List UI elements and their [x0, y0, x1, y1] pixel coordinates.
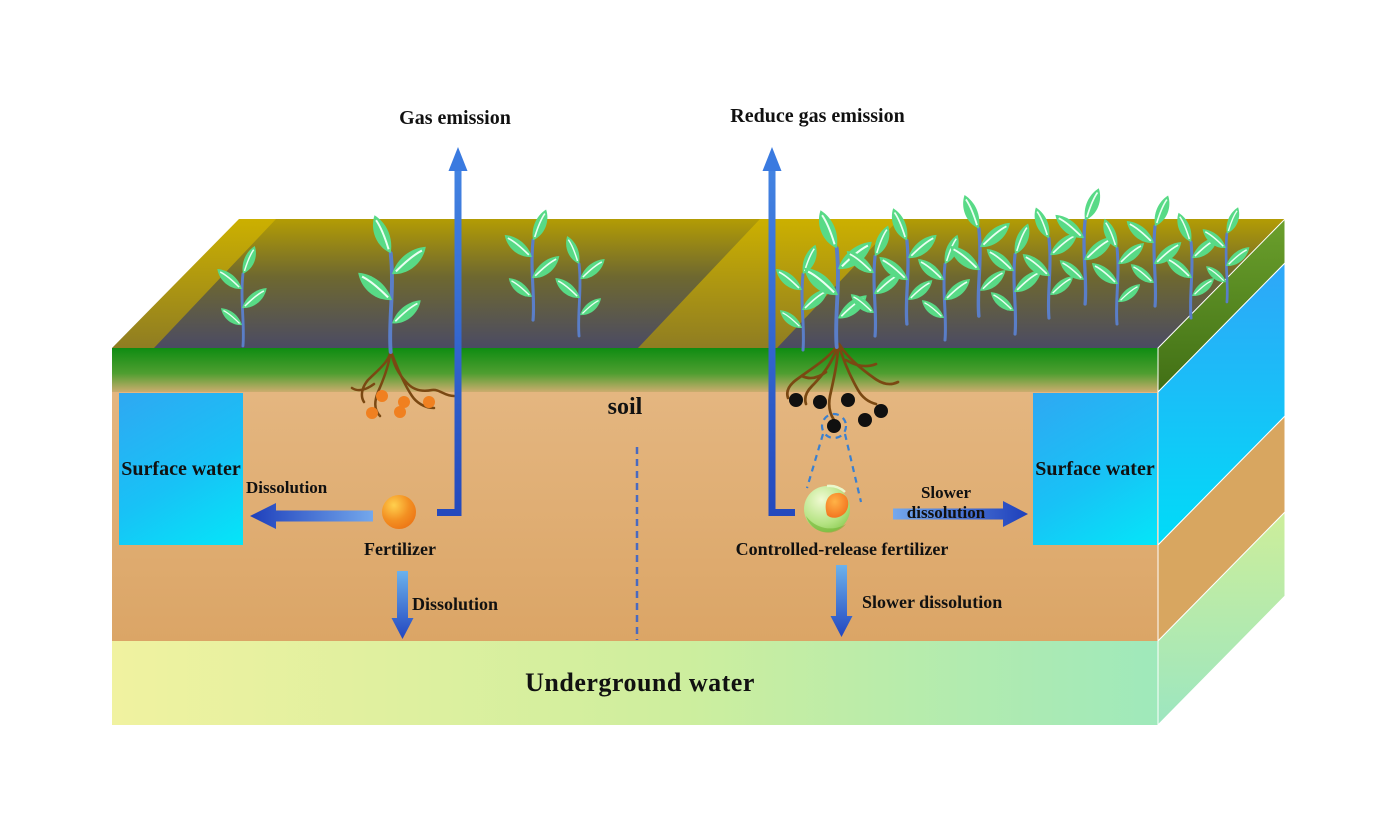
granule-dot — [827, 419, 841, 433]
soil-label: soil — [607, 394, 643, 420]
nutrient-dot — [423, 396, 435, 408]
up-arrowhead-icon — [762, 147, 782, 171]
granule-dot — [841, 393, 855, 407]
surface-water-box-right: Surface water — [1033, 393, 1157, 545]
side-underground-water — [1157, 510, 1286, 727]
reduce-gas-emission-label: Reduce gas emission — [730, 105, 905, 127]
side-face — [1157, 217, 1286, 727]
underground-water-label: Underground water — [525, 668, 755, 697]
nutrient-dot — [366, 407, 378, 419]
dissolution-down-label: Dissolution — [412, 594, 499, 614]
dissolved-fertilizer-dots — [366, 390, 435, 419]
crf-magnifier — [805, 412, 863, 503]
slower-line2: dissolution — [906, 502, 986, 522]
dissolution-down-arrow — [391, 571, 414, 639]
granule-dot — [874, 404, 888, 418]
fertilizer-label: Fertilizer — [364, 539, 436, 559]
granule-dot — [858, 413, 872, 427]
right-plant-roots — [785, 342, 900, 422]
dissolution-left-arrow — [250, 503, 373, 529]
slower-dissolution-down-arrow — [830, 565, 853, 637]
grass-layer — [112, 348, 1158, 394]
slower-line1: Slower — [920, 483, 972, 502]
magnified-granule-dashed-circle — [820, 412, 848, 440]
surface-water-left-label: Surface water — [121, 458, 241, 480]
granule-dot — [813, 395, 827, 409]
nutrient-dot — [398, 396, 410, 408]
surface-water-right-label: Surface water — [1035, 458, 1155, 480]
fertilizer-granule — [382, 495, 416, 529]
controlled-release-fertilizer-label: Controlled-release fertilizer — [735, 539, 949, 559]
surface-water-box-left: Surface water — [119, 393, 243, 545]
up-arrowhead-icon — [448, 147, 468, 171]
controlled-release-granules — [789, 393, 888, 433]
granule-dot — [789, 393, 803, 407]
crf-core — [825, 492, 849, 518]
nutrient-dot — [394, 406, 406, 418]
slower-dissolution-side-label: Slower dissolution — [886, 483, 1006, 522]
controlled-release-fertilizer-ball — [804, 484, 850, 533]
dissolution-side-label: Dissolution — [246, 478, 328, 497]
nutrient-dot — [376, 390, 388, 402]
gas-emission-label: Gas emission — [399, 107, 511, 129]
slower-dissolution-right-arrow — [893, 501, 1028, 527]
gas-emission-pipe — [437, 147, 468, 516]
slower-dissolution-down-label: Slower dissolution — [862, 592, 1003, 612]
underground-water-layer — [112, 641, 1158, 725]
reduce-gas-emission-pipe — [762, 147, 795, 516]
